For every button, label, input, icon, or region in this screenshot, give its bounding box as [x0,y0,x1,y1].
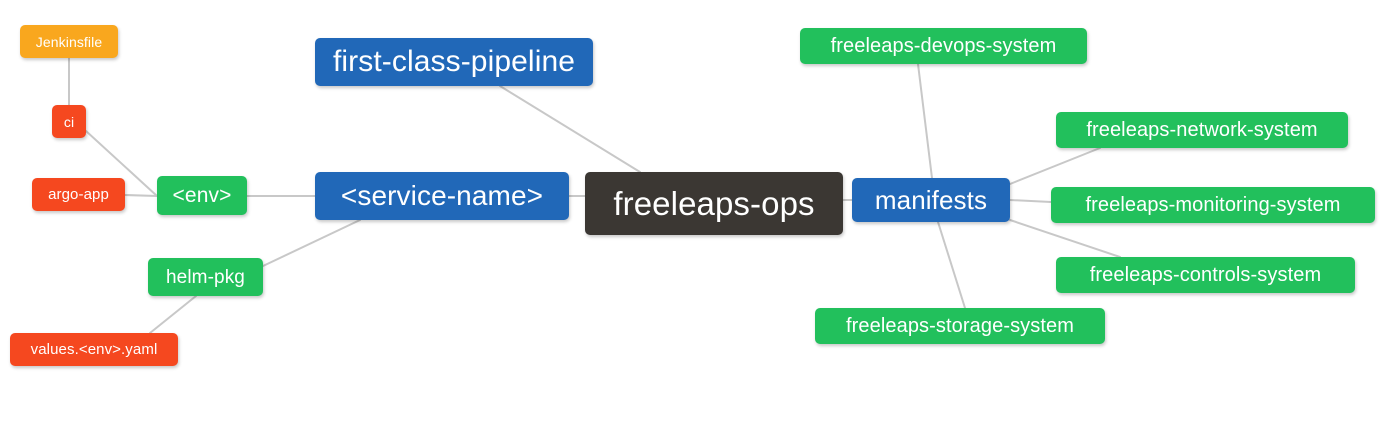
node-label-first-class-pipeline: first-class-pipeline [332,45,576,78]
node-argo-app[interactable]: argo-app [32,178,125,211]
node-label-manifests: manifests [874,185,988,215]
node-freeleaps-storage-system[interactable]: freeleaps-storage-system [815,308,1105,344]
node-freeleaps-controls-system[interactable]: freeleaps-controls-system [1056,257,1355,293]
node-env[interactable]: <env> [157,176,247,215]
node-ci[interactable]: ci [52,105,86,138]
node-label-service-name: <service-name> [340,180,544,211]
node-freeleaps-devops-system[interactable]: freeleaps-devops-system [800,28,1087,64]
node-label-jenkinsfile: Jenkinsfile [35,33,103,50]
edge-firstclass-ops [499,85,641,173]
node-label-freeleaps-network-system: freeleaps-network-system [1086,119,1318,141]
edge-manifests-controls [1009,219,1121,258]
node-label-helm-pkg: helm-pkg [166,266,245,288]
node-freeleaps-ops[interactable]: freeleaps-ops [585,172,843,235]
node-first-class-pipeline[interactable]: first-class-pipeline [315,38,593,86]
edge-manifests-network [1009,147,1101,185]
node-service-name[interactable]: <service-name> [315,172,569,220]
node-label-freeleaps-controls-system: freeleaps-controls-system [1089,264,1322,286]
node-helm-pkg[interactable]: helm-pkg [148,258,263,296]
node-manifests[interactable]: manifests [852,178,1010,222]
edge-manifests-storage [937,221,966,309]
node-label-freeleaps-monitoring-system: freeleaps-monitoring-system [1085,194,1341,216]
node-label-argo-app: argo-app [48,186,109,203]
edge-manifests-devops [917,63,933,179]
node-freeleaps-monitoring-system[interactable]: freeleaps-monitoring-system [1051,187,1375,223]
node-label-freeleaps-ops: freeleaps-ops [613,185,815,222]
node-label-freeleaps-storage-system: freeleaps-storage-system [845,315,1075,337]
node-freeleaps-network-system[interactable]: freeleaps-network-system [1056,112,1348,148]
node-values-yaml[interactable]: values.<env>.yaml [10,333,178,366]
edge-helmpkg-servicename [262,219,361,267]
node-label-ci: ci [63,113,75,130]
node-jenkinsfile[interactable]: Jenkinsfile [20,25,118,58]
node-label-env: <env> [172,184,232,207]
node-label-freeleaps-devops-system: freeleaps-devops-system [830,35,1057,57]
node-label-values-yaml: values.<env>.yaml [30,341,158,358]
edge-values-helmpkg [149,295,197,334]
edge-argoapp-env [124,194,158,197]
edge-manifests-monitoring [1009,199,1052,203]
